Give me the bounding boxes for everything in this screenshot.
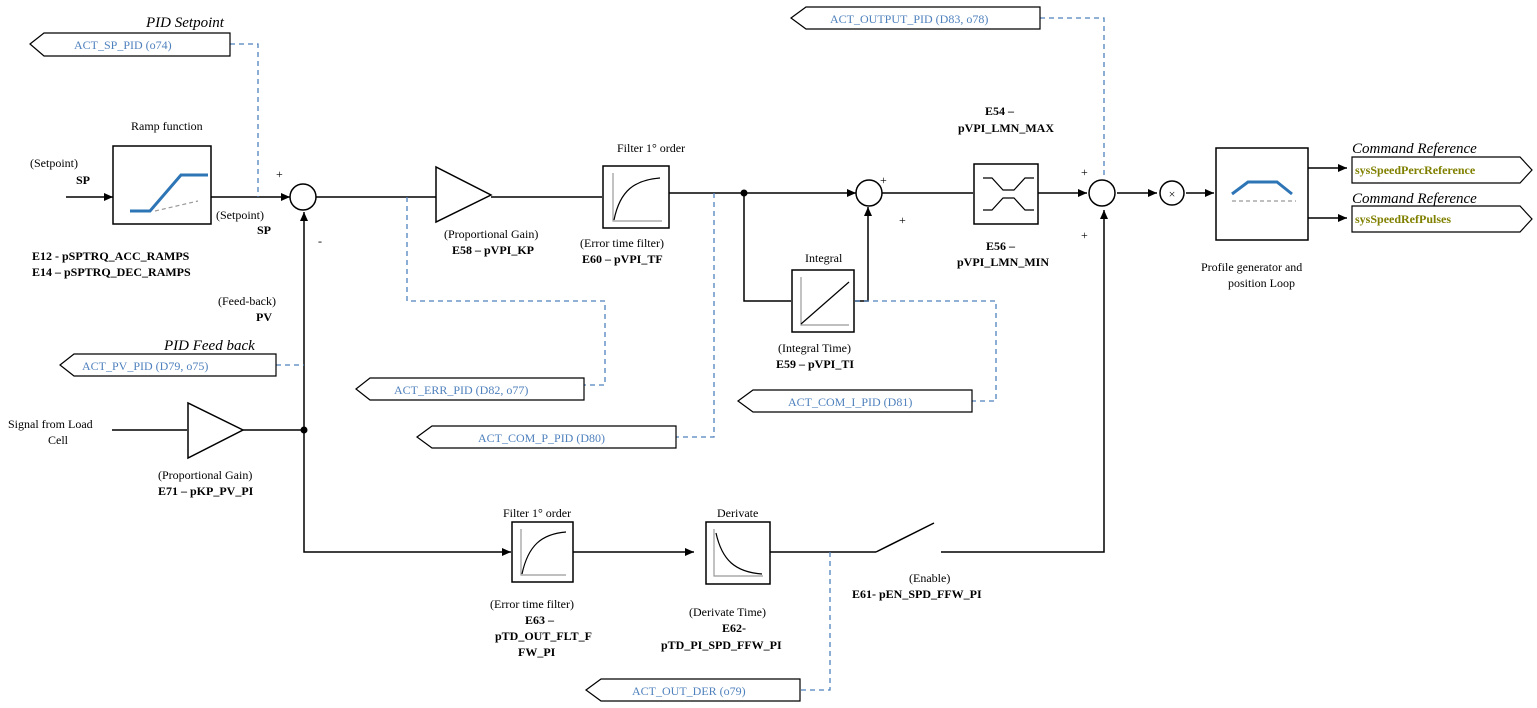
e62-label-2: pTD_PI_SPD_FFW_PI [661, 638, 782, 652]
prop-gain-label: (Proportional Gain) [444, 227, 538, 241]
signal-load-label-2: Cell [48, 433, 69, 447]
profile-label-1: Profile generator and [1201, 260, 1302, 274]
sp-in-label: SP [76, 173, 90, 187]
ramp-function-block [112, 145, 212, 225]
act-output-pid-text: ACT_OUTPUT_PID (D83, o78) [830, 12, 988, 26]
output-pulses-text: sysSpeedRefPulses [1355, 212, 1451, 226]
e63-label-1: E63 – [525, 613, 555, 627]
profile-generator-block [1215, 147, 1309, 241]
limiter-block [973, 163, 1039, 225]
e54-label-2: pVPI_LMN_MAX [958, 121, 1054, 135]
sum-sp-plus: + [276, 167, 283, 181]
ramp-curve-icon [130, 173, 208, 213]
enable-label: (Enable) [909, 571, 950, 585]
ramp-dashed-icon [154, 200, 199, 212]
e56-label-1: E56 – [986, 239, 1016, 253]
filter2-label: Filter 1° order [503, 506, 571, 520]
e60-label: E60 – pVPI_TF [582, 252, 663, 266]
integral-label: Integral [805, 251, 843, 265]
pv-label: PV [256, 310, 272, 324]
filter2-block [511, 521, 574, 583]
tag-act-out-der [584, 678, 801, 702]
derivate-label: Derivate [717, 506, 758, 520]
multiplier-symbol: × [1169, 187, 1176, 201]
tag-act-com-i-pid [736, 389, 973, 413]
sum-int-plus-top: + [880, 173, 887, 187]
cmd-ref-title-1: Command Reference [1352, 141, 1477, 157]
multiplier-junction [1159, 180, 1185, 206]
err-filter2-label: (Error time filter) [490, 597, 574, 611]
e63-label-2: pTD_OUT_FLT_F [495, 629, 592, 643]
act-com-p-pid-text: ACT_COM_P_PID (D80) [478, 431, 605, 445]
proportional-gain-pv-block [187, 401, 245, 460]
sum-sp-minus: - [318, 234, 322, 248]
e63-label-3: FW_PI [518, 645, 556, 659]
integral-time-label: (Integral Time) [778, 341, 851, 355]
act-out-der-text: ACT_OUT_DER (o79) [632, 684, 746, 698]
sum-int-plus-bottom: + [899, 213, 906, 227]
pid-feedback-title: PID Feed back [163, 338, 255, 354]
sp-out-label: SP [257, 223, 271, 237]
ramp-function-label: Ramp function [131, 119, 203, 133]
sum-out-plus-top: + [1081, 165, 1088, 179]
e71-label: E71 – pKP_PV_PI [158, 484, 254, 498]
sum-junction-setpoint [289, 183, 317, 211]
signal-load-label-1: Signal from Load [8, 417, 93, 431]
tag-act-err-pid [355, 377, 585, 401]
output-perc-reference [1351, 156, 1533, 184]
derivate-block [705, 521, 771, 585]
monitor-links [230, 17, 1105, 691]
filter-block [602, 165, 670, 229]
deriv-time-label: (Derivate Time) [689, 605, 766, 619]
filter1-label: Filter 1° order [617, 141, 685, 155]
setpoint-out-label: (Setpoint) [216, 208, 264, 222]
e59-label: E59 – pVPI_TI [776, 357, 854, 371]
e56-label-2: pVPI_LMN_MIN [957, 255, 1049, 269]
sum-out-plus-bottom: + [1081, 228, 1088, 242]
sum-junction-integral [855, 179, 883, 207]
tag-act-output-pid [789, 6, 1041, 30]
proportional-gain-block [435, 165, 493, 224]
act-com-i-pid-text: ACT_COM_I_PID (D81) [788, 395, 912, 409]
err-filter-label: (Error time filter) [580, 236, 664, 250]
e12-label: E12 - pSPTRQ_ACC_RAMPS [32, 249, 190, 263]
e61-label: E61- pEN_SPD_FFW_PI [852, 587, 982, 601]
output-ref-pulses [1351, 205, 1533, 233]
tag-act-com-p-pid [415, 425, 677, 449]
tag-act-sp-pid [29, 32, 231, 57]
integral-block [791, 269, 855, 333]
act-pv-pid-text: ACT_PV_PID (D79, o75) [82, 359, 208, 373]
sum-junction-output [1088, 179, 1116, 207]
e62-label-1: E62- [722, 621, 746, 635]
pid-setpoint-title: PID Setpoint [145, 15, 225, 31]
act-sp-pid-text: ACT_SP_PID (o74) [74, 38, 172, 52]
e14-label: E14 – pSPTRQ_DEC_RAMPS [32, 265, 191, 279]
act-err-pid-text: ACT_ERR_PID (D82, o77) [394, 383, 528, 397]
prop-gain-pv-label: (Proportional Gain) [158, 468, 252, 482]
e54-label-1: E54 – [985, 104, 1015, 118]
profile-label-2: position Loop [1228, 276, 1295, 290]
cmd-ref-title-2: Command Reference [1352, 191, 1477, 207]
feedback-label: (Feed-back) [218, 294, 276, 308]
tag-act-pv-pid [59, 353, 277, 377]
e58-label: E58 – pVPI_KP [452, 243, 534, 257]
output-perc-text: sysSpeedPercReference [1355, 163, 1476, 177]
setpoint-in-label: (Setpoint) [30, 156, 78, 170]
